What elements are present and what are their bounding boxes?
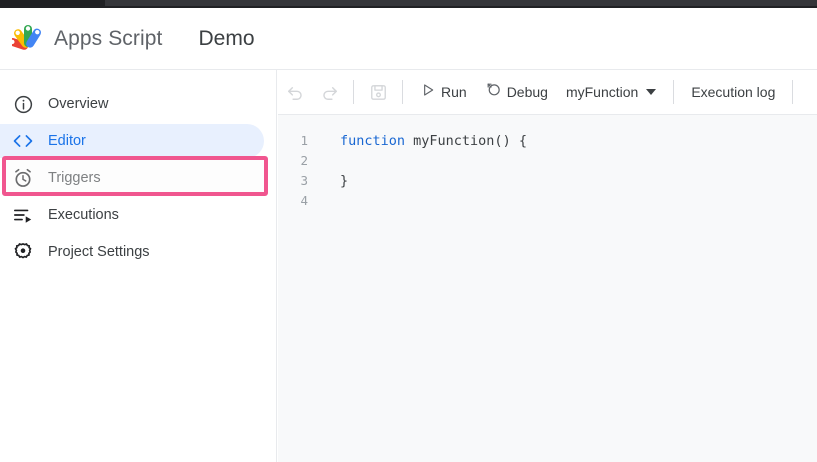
code-line: 4 [278,191,817,211]
executions-icon [10,203,36,227]
code-editor[interactable]: 1 function myFunction() { 2 3 } 4 [278,115,817,462]
code-rest: } [340,173,349,189]
function-select-value: myFunction [565,84,639,100]
code-keyword: function [340,133,406,149]
triggers-annotation-wrapper: Triggers [0,156,276,196]
run-button[interactable]: Run [412,77,475,107]
execution-log-button[interactable]: Execution log [691,84,776,100]
toolbar-divider [353,80,354,104]
line-number: 4 [300,193,308,208]
save-disk-icon[interactable] [361,77,395,107]
code-rest: myFunction() { [405,133,527,149]
alarm-clock-icon [10,166,36,190]
sidebar-item-label: Editor [48,133,86,149]
undo-icon[interactable] [278,77,312,107]
sidebar-item-overview[interactable]: Overview [0,87,264,121]
debug-label: Debug [506,84,548,100]
play-triangle-icon [420,82,436,103]
sidebar-item-label: Overview [48,96,109,112]
line-number: 2 [300,153,308,168]
run-label: Run [441,84,467,100]
sidebar-item-executions[interactable]: Executions [0,198,264,232]
gear-icon [10,240,36,264]
line-content: } [314,171,348,191]
sidebar-item-label: Triggers [48,170,101,186]
sidebar-item-editor[interactable]: Editor [0,124,264,158]
sidebar-item-label: Project Settings [48,244,150,260]
line-content [314,151,340,171]
code-brackets-icon [10,129,36,153]
line-number: 1 [300,133,308,148]
line-number: 3 [300,173,308,188]
sidebar-item-triggers[interactable]: Triggers [0,161,264,195]
code-line: 3 } [278,171,817,191]
code-line: 1 function myFunction() { [278,131,817,151]
code-line: 2 [278,151,817,171]
line-content [314,191,340,211]
project-title[interactable]: Demo [198,26,255,50]
line-content: function myFunction() { [314,131,527,151]
function-select[interactable]: myFunction [556,77,666,107]
toolbar-divider [673,80,675,104]
redo-icon[interactable] [312,77,346,107]
sidebar: Overview Editor [0,70,277,462]
toolbar-divider [792,80,794,104]
info-circle-icon [10,92,36,116]
chevron-down-icon [646,89,657,95]
debug-icon [485,81,502,103]
toolbar-divider [402,80,403,104]
sidebar-item-label: Executions [48,207,119,223]
window-titlebar-segment [105,0,817,6]
editor-toolbar: Run Debug myFunction Execution [278,70,817,115]
app-header: Apps Script Demo [0,8,817,70]
debug-button[interactable]: Debug [477,77,556,107]
window-titlebar [0,0,817,8]
apps-script-logo-icon[interactable] [8,24,46,54]
sidebar-item-project-settings[interactable]: Project Settings [0,235,264,269]
brand-name: Apps Script [54,26,163,50]
editor-pane: Run Debug myFunction Execution [278,70,817,462]
